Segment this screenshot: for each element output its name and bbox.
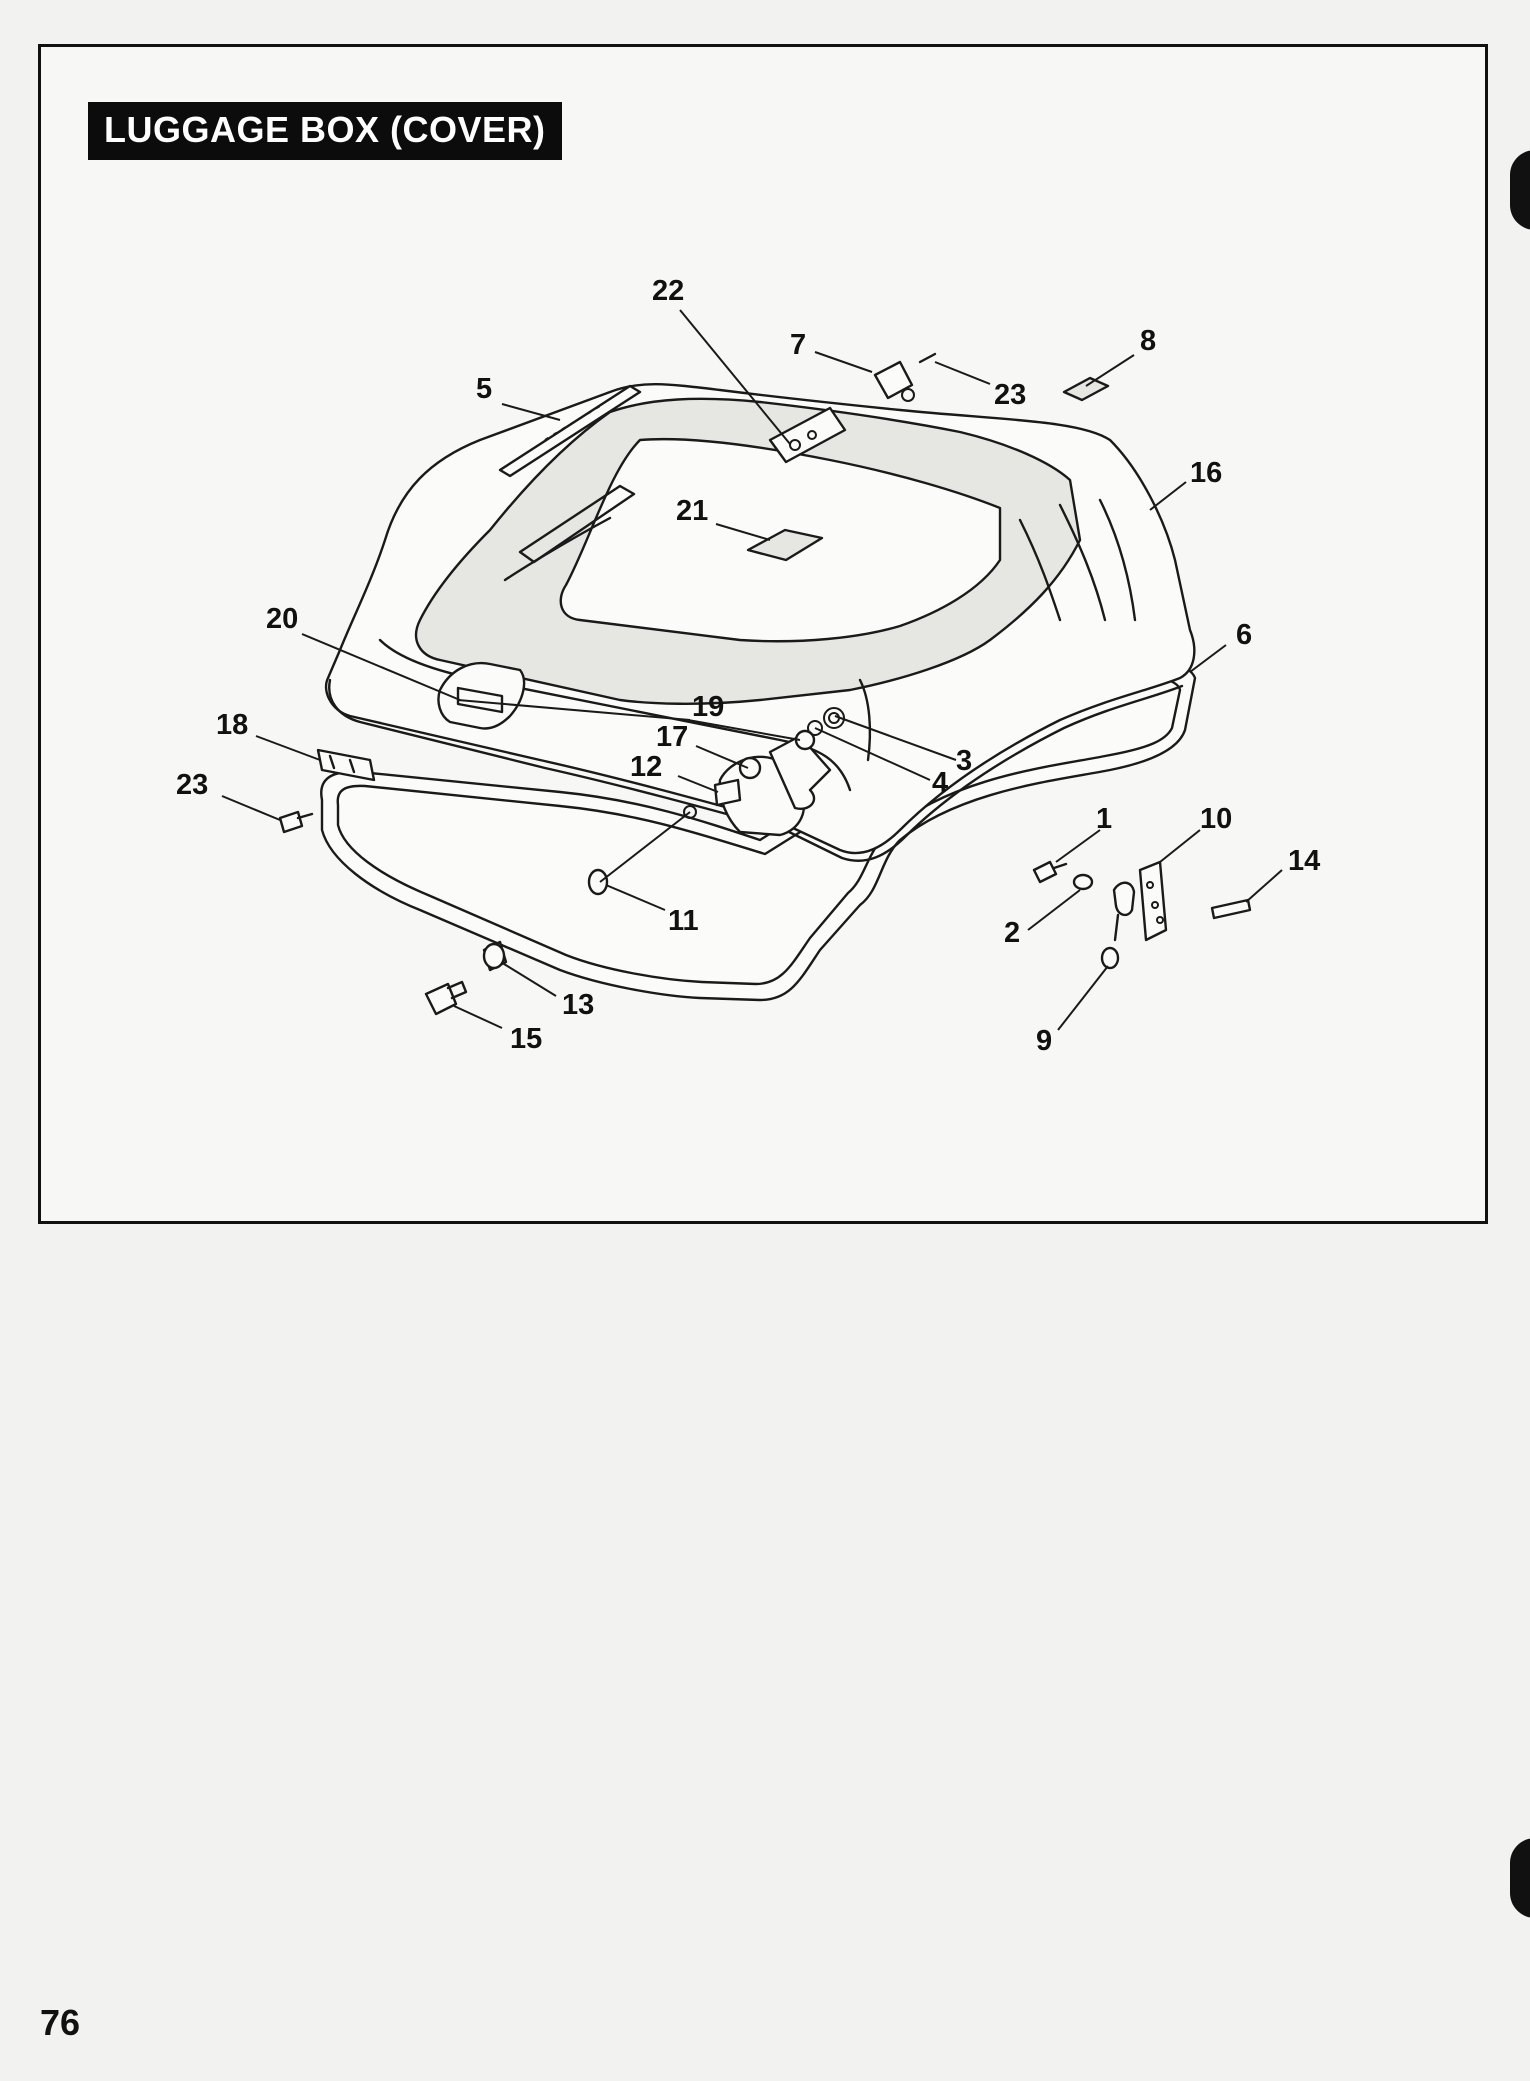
nameplate-part: [498, 384, 642, 478]
callout-18: 18: [216, 709, 248, 741]
callout-8: 8: [1140, 325, 1156, 357]
callout-11: 11: [668, 905, 699, 937]
callout-4: 4: [932, 767, 948, 799]
badge-part: [746, 528, 824, 562]
callout-23-top: 23: [994, 379, 1026, 411]
page-title: LUGGAGE BOX (COVER): [88, 102, 562, 160]
page-number: 76: [40, 2002, 81, 2043]
lock-parts: [424, 805, 697, 1016]
pad-part: [1062, 376, 1110, 402]
latch-plate: [437, 661, 526, 730]
latch-assembly: [713, 678, 872, 837]
callout-2: 2: [1004, 917, 1020, 949]
side-bracket: [278, 748, 376, 834]
callout-16: 16: [1190, 457, 1222, 489]
leader-lines: [221, 309, 1283, 1031]
callout-22: 22: [652, 275, 684, 307]
callout-23-left: 23: [176, 769, 208, 801]
callout-17: 17: [656, 721, 688, 753]
callout-15: 15: [510, 1023, 542, 1055]
right-hardware: [1032, 860, 1252, 970]
callout-14: 14: [1288, 845, 1320, 877]
callout-3: 3: [956, 745, 972, 777]
callouts: 1 2 3 4 5 6 7 8 9 10 11 12 13 14 15 16 1…: [176, 275, 1320, 1057]
callout-6: 6: [1236, 619, 1252, 651]
callout-10: 10: [1200, 803, 1232, 835]
callout-9: 9: [1036, 1025, 1052, 1057]
callout-20: 20: [266, 603, 298, 635]
binder-hole-bottom: [1510, 1838, 1530, 1918]
callout-5: 5: [476, 373, 492, 405]
callout-19: 19: [692, 691, 724, 723]
callout-21: 21: [676, 495, 708, 527]
hinge-bracket: [768, 352, 937, 464]
callout-13: 13: [562, 989, 594, 1021]
callout-7: 7: [790, 329, 806, 361]
callout-1: 1: [1096, 803, 1112, 835]
binder-hole-top: [1510, 150, 1530, 230]
callout-12: 12: [630, 751, 662, 783]
